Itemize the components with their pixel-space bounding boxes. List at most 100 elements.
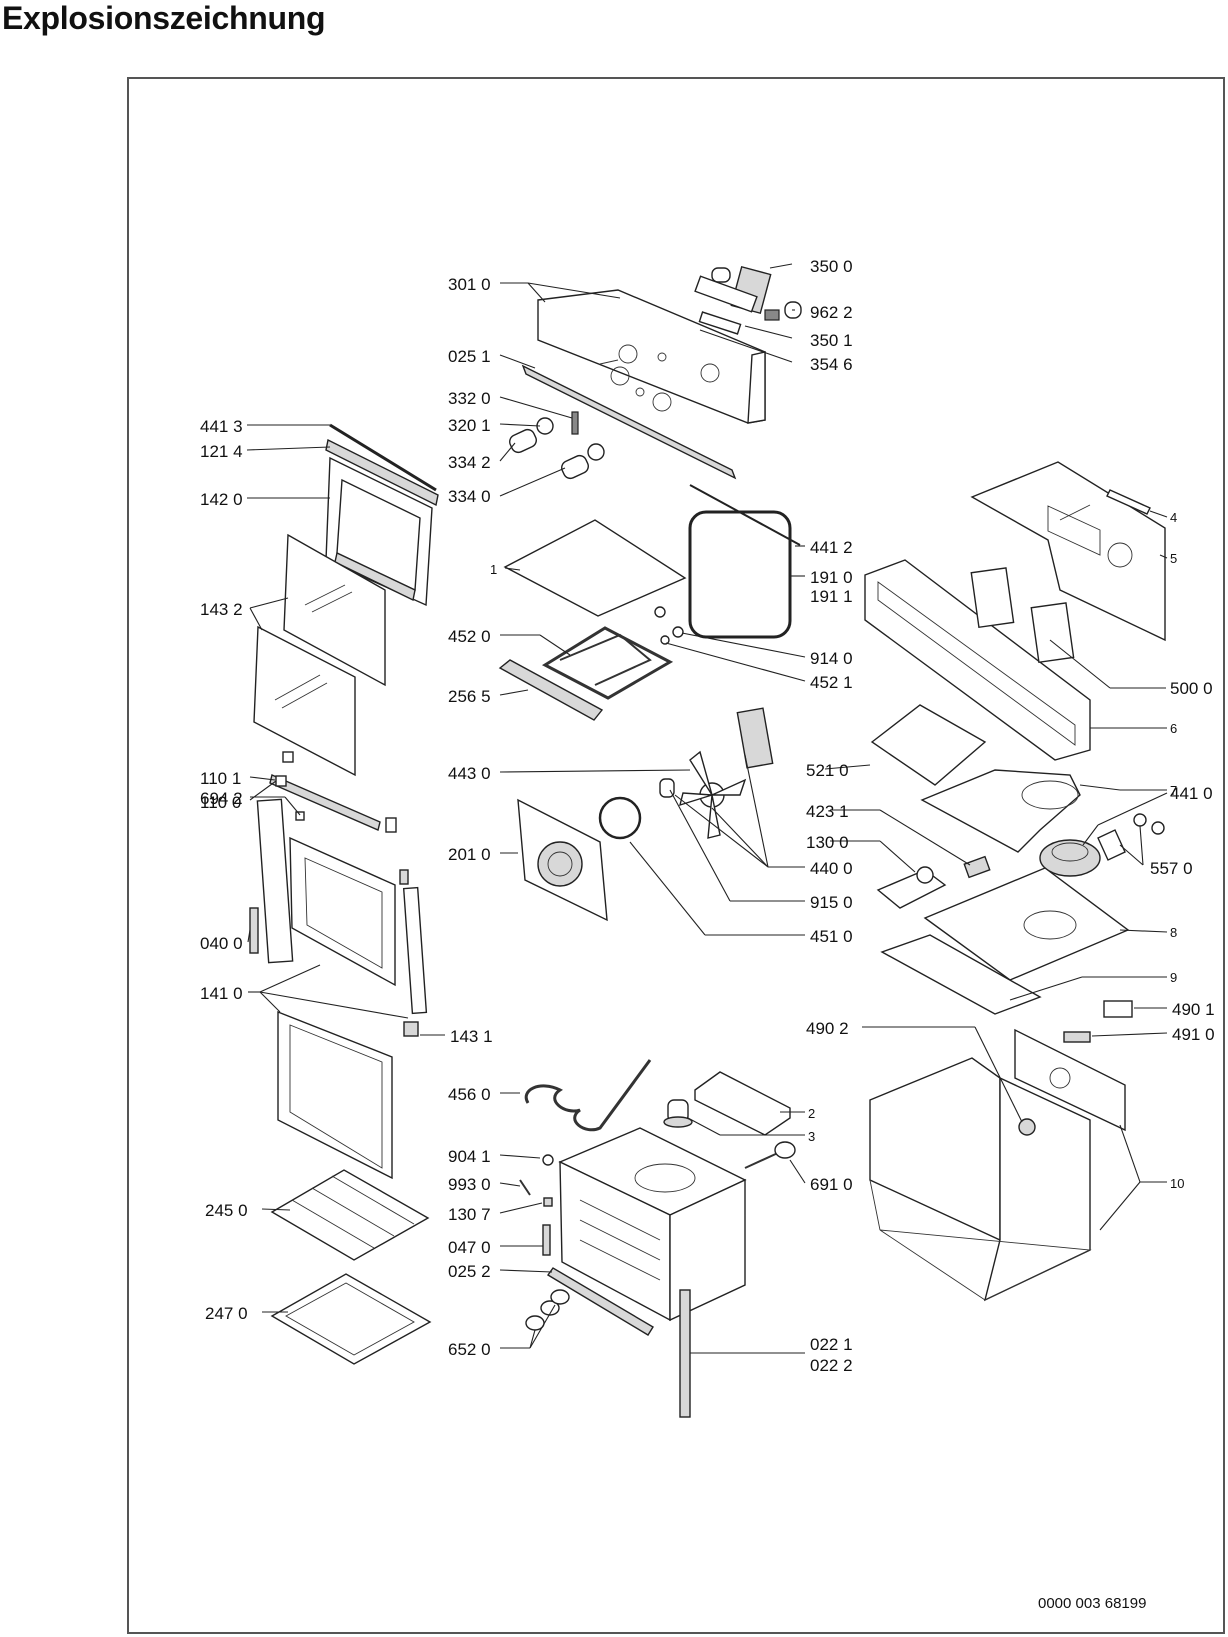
label-456-0: 456 0	[448, 1085, 491, 1104]
outer-door-part	[325, 456, 433, 607]
label-993-0: 993 0	[448, 1175, 491, 1194]
label-350-1: 350 1	[810, 331, 853, 350]
label-962-2: 962 2	[810, 303, 853, 322]
switch-491-part	[1063, 1031, 1091, 1043]
label-142-0: 142 0	[200, 490, 243, 509]
label-500-0: 500 0	[1170, 679, 1213, 698]
switch-490-part	[1103, 1000, 1133, 1018]
label-047-0: 047 0	[448, 1238, 491, 1257]
baking-tray-part	[270, 1273, 432, 1365]
label-354-6: 354 6	[810, 355, 853, 374]
rear-wall-part	[517, 798, 608, 922]
thermostat-part	[876, 866, 947, 909]
label-201-0: 201 0	[448, 845, 491, 864]
side-rail-part	[679, 1289, 691, 1418]
label-143-2: 143 2	[200, 600, 243, 619]
control-panel-part	[537, 289, 766, 424]
fan-motor-part	[659, 707, 774, 839]
label-025-1: 025 1	[448, 347, 491, 366]
label-256-5: 256 5	[448, 687, 491, 706]
label-904-1: 904 1	[448, 1147, 491, 1166]
trim-strip-part	[521, 364, 737, 480]
label-301-0: 301 0	[448, 275, 491, 294]
label-8: 8	[1170, 925, 1177, 940]
base-plate-part	[880, 934, 1042, 1015]
document-number: 0000 003 68199	[1038, 1595, 1146, 1612]
label-440-0: 440 0	[810, 859, 853, 878]
label-191-0: 191 0	[810, 568, 853, 587]
page-title: Explosionszeichnung	[2, 0, 326, 36]
label-320-1: 320 1	[448, 416, 491, 435]
label-452-0: 452 0	[448, 627, 491, 646]
label-5: 5	[1170, 551, 1177, 566]
label-022-1: 022 1	[810, 1335, 853, 1354]
label-443-0: 443 0	[448, 764, 491, 783]
relays-part	[970, 567, 1075, 664]
label-6: 6	[1170, 721, 1177, 736]
reflector-part	[498, 659, 604, 721]
label-441-2: 441 2	[810, 538, 853, 557]
cavity-cover-plate-part	[503, 519, 687, 617]
label-490-1: 490 1	[1172, 1000, 1215, 1019]
label-130-0: 130 0	[806, 833, 849, 852]
label-025-2: 025 2	[448, 1262, 491, 1281]
feet-part	[525, 1289, 570, 1331]
label-334-2: 334 2	[448, 453, 491, 472]
label-130-7: 130 7	[448, 1205, 491, 1224]
front-frame-part	[864, 559, 1091, 761]
door-handle-part	[269, 751, 397, 833]
label-040-0: 040 0	[200, 934, 243, 953]
label-521-0: 521 0	[806, 761, 849, 780]
label-490-2: 490 2	[806, 1019, 849, 1038]
bottom-trim-strip-part	[546, 1267, 654, 1336]
oven-rack-part	[270, 1169, 430, 1261]
label-4: 4	[1170, 510, 1177, 525]
label-9: 9	[1170, 970, 1177, 985]
label-141-0: 141 0	[200, 984, 243, 1003]
fan-ring-part	[598, 796, 642, 840]
glass-panes-part	[253, 533, 386, 777]
label-3: 3	[808, 1129, 815, 1144]
label-694-2: 694 2	[200, 789, 243, 808]
air-duct-part	[920, 769, 1081, 853]
oven-cavity-part	[558, 1127, 747, 1322]
switch-423-part	[963, 855, 991, 879]
top-housing-part	[970, 461, 1166, 642]
diagram-frame	[127, 77, 1225, 1634]
label-423-1: 423 1	[806, 802, 849, 821]
tangential-fan-part	[1039, 839, 1101, 877]
label-2: 2	[808, 1106, 815, 1121]
label-10: 10	[1170, 1176, 1184, 1191]
label-691-0: 691 0	[810, 1175, 853, 1194]
label-914-0: 914 0	[810, 649, 853, 668]
label-491-0: 491 0	[1172, 1025, 1215, 1044]
fan-mounts-part	[1097, 813, 1165, 861]
electronics-module-part	[694, 265, 802, 335]
label-110-0: 110 0	[200, 793, 241, 812]
label-451-0: 451 0	[810, 927, 853, 946]
label-110-1: 110 1	[200, 769, 241, 788]
label-652-0: 652 0	[448, 1340, 491, 1359]
door-top-strip-part	[329, 423, 437, 492]
label-1: 1	[490, 562, 497, 577]
control-knobs-part	[509, 411, 605, 480]
inner-door-glass-part	[277, 1010, 393, 1180]
label-022-2: 022 2	[810, 1356, 853, 1375]
label-334-0: 334 0	[448, 487, 491, 506]
oven-lamp-part	[744, 1141, 796, 1169]
motor-part-3	[663, 1099, 693, 1128]
electronics-board-part	[870, 704, 987, 786]
bottom-heating-element-part	[524, 1059, 652, 1132]
seal-strip-part	[689, 484, 801, 546]
label-915-0: 915 0	[810, 893, 853, 912]
label-191-1: 191 1	[810, 587, 853, 606]
outer-housing-part	[869, 1028, 1126, 1302]
label-557-0: 557 0	[1150, 859, 1193, 878]
label-441-0: 441 0	[1170, 784, 1213, 803]
small-fasteners-part	[519, 1154, 554, 1256]
label-332-0: 332 0	[448, 389, 491, 408]
label-350-0: 350 0	[810, 257, 853, 276]
label-7: 7	[1170, 783, 1177, 798]
label-441-3: 441 3	[200, 417, 243, 436]
